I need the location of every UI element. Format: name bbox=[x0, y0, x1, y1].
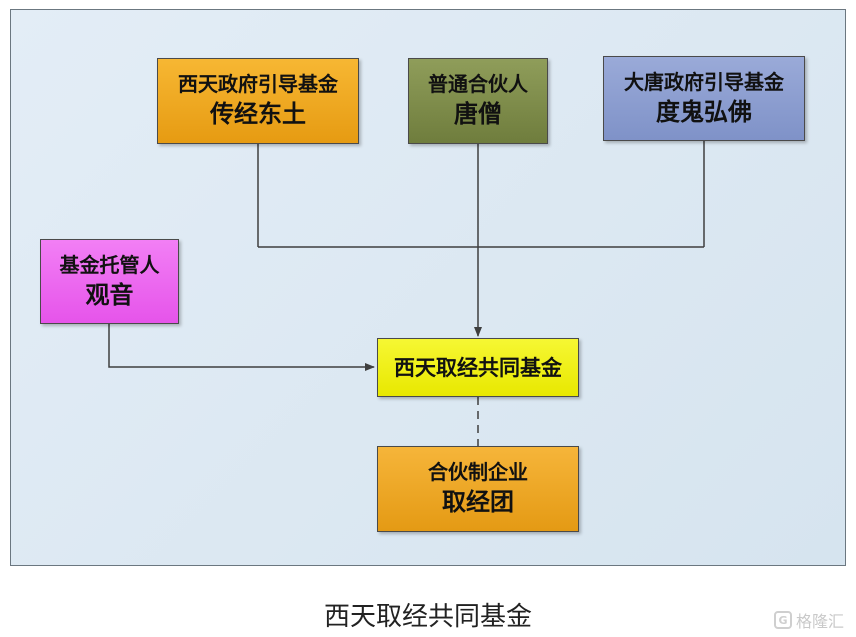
node-role-label: 西天政府引导基金 bbox=[178, 72, 338, 96]
node-name-label: 度鬼弘佛 bbox=[656, 97, 752, 126]
watermark-logo-icon: G bbox=[773, 611, 792, 629]
node-partnership-enterprise: 合伙制企业 取经团 bbox=[377, 446, 579, 532]
figure-caption: 西天取经共同基金 bbox=[323, 602, 532, 632]
node-role-label: 普通合伙人 bbox=[428, 72, 528, 96]
node-general-partner: 普通合伙人 唐僧 bbox=[408, 58, 548, 144]
node-name-label: 观音 bbox=[85, 280, 134, 309]
node-role-label: 合伙制企业 bbox=[428, 460, 528, 484]
node-name-label: 传经东土 bbox=[210, 100, 306, 128]
connector-custodian-to-joint-fund bbox=[108, 324, 375, 371]
node-name-label: 取经团 bbox=[442, 488, 514, 516]
watermark: G 格隆汇 bbox=[773, 608, 844, 632]
node-role-label: 大唐政府引导基金 bbox=[624, 69, 784, 94]
watermark-text: 格隆汇 bbox=[795, 612, 844, 631]
node-joint-fund: 西天取经共同基金 bbox=[377, 338, 579, 397]
node-role-label: 基金托管人 bbox=[59, 252, 160, 277]
node-tang-government-fund: 大唐政府引导基金 度鬼弘佛 bbox=[603, 56, 805, 141]
node-name-label: 唐僧 bbox=[454, 100, 502, 128]
node-role-label: 西天取经共同基金 bbox=[394, 355, 562, 380]
node-west-government-fund: 西天政府引导基金 传经东土 bbox=[157, 58, 359, 144]
node-fund-custodian: 基金托管人 观音 bbox=[40, 239, 179, 324]
